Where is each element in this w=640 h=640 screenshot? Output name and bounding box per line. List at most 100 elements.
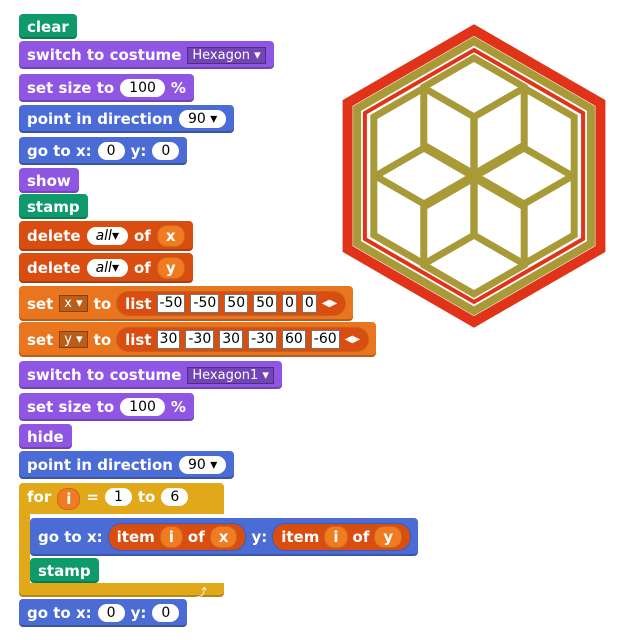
switch-costume-block[interactable]: switch to costume Hexagon ▾ (19, 41, 274, 69)
unit: % (170, 79, 186, 97)
switch-costume-block[interactable]: switch to costume Hexagon1 ▾ (19, 361, 282, 389)
label: go to x: (38, 528, 103, 546)
go-to-block[interactable]: go to x: 0 y: 0 (19, 137, 188, 165)
unit: % (170, 398, 186, 416)
item-input[interactable]: 50 (224, 294, 249, 313)
item-input[interactable]: -60 (310, 330, 340, 349)
var-x[interactable]: x (156, 225, 185, 247)
which-dropdown[interactable]: all▾ (86, 227, 128, 245)
var-x[interactable]: x (209, 526, 238, 548)
hide-block[interactable]: hide (19, 424, 72, 449)
item-input[interactable]: -30 (185, 330, 215, 349)
label: switch to costume (27, 366, 182, 384)
label: set (27, 294, 54, 313)
label: for (27, 488, 52, 506)
label: switch to costume (27, 46, 182, 64)
size-input[interactable]: 100 (120, 398, 165, 416)
item-input[interactable]: 30 (219, 330, 244, 349)
arrows-icon[interactable]: ◀▶ (321, 298, 338, 309)
x-input[interactable]: 0 (97, 604, 125, 622)
label: set size to (27, 398, 115, 416)
var-i[interactable]: i (324, 526, 348, 548)
arrows-icon[interactable]: ◀▶ (344, 334, 361, 345)
label: y: (130, 604, 147, 622)
label: of (187, 528, 205, 546)
label: set size to (27, 79, 115, 97)
var-dropdown[interactable]: x ▾ (59, 295, 88, 312)
from-input[interactable]: 1 (104, 488, 132, 506)
v: all (95, 228, 112, 244)
label: list (125, 294, 152, 313)
item-input[interactable]: 50 (253, 294, 277, 313)
to-input[interactable]: 6 (161, 488, 189, 506)
label: show (27, 171, 71, 190)
var-y[interactable]: y (374, 526, 403, 548)
item-input[interactable]: -50 (190, 294, 220, 313)
label: to (93, 294, 112, 313)
label: clear (27, 17, 69, 36)
label: list (125, 330, 152, 349)
v: Hexagon (192, 47, 251, 63)
costume-dropdown[interactable]: Hexagon1 ▾ (187, 366, 274, 384)
label: y: (130, 142, 147, 160)
costume-dropdown[interactable]: Hexagon ▾ (187, 46, 266, 64)
var-i[interactable]: i (159, 526, 183, 548)
item-input[interactable]: -30 (248, 330, 277, 349)
size-input[interactable]: 100 (120, 79, 165, 97)
label: go to x: (27, 604, 92, 622)
label: of (352, 528, 370, 546)
inner-hexagon (362, 47, 586, 305)
item-input[interactable]: -50 (156, 294, 186, 313)
v: x (64, 296, 72, 311)
outer-hexagon (342, 24, 606, 328)
label: y: (251, 528, 268, 546)
label: to (137, 488, 156, 506)
v: 90 (187, 111, 206, 127)
item-input[interactable]: 0 (301, 294, 317, 313)
loop-var[interactable]: i (57, 488, 81, 510)
direction-input[interactable]: 90 ▾ (178, 110, 227, 128)
label: hide (27, 427, 64, 446)
set-size-block[interactable]: set size to 100% (19, 74, 194, 102)
small-hexagon (420, 173, 528, 299)
label: set (27, 330, 54, 349)
stamp-block[interactable]: stamp (19, 194, 88, 219)
show-block[interactable]: show (19, 168, 79, 193)
item-input[interactable]: 60 (281, 330, 306, 349)
label: stamp (38, 561, 91, 580)
label: of (133, 227, 151, 245)
y-input[interactable]: 0 (152, 142, 180, 160)
inner-hexagon (353, 36, 595, 316)
which-dropdown[interactable]: all▾ (86, 259, 128, 277)
y-input[interactable]: 0 (152, 604, 180, 622)
set-size-block[interactable]: set size to 100% (19, 393, 194, 421)
var-dropdown[interactable]: y ▾ (59, 331, 88, 348)
label: delete (27, 227, 81, 245)
item-input[interactable]: 0 (281, 294, 297, 313)
item-input[interactable]: 30 (156, 330, 181, 349)
point-direction-block[interactable]: point in direction 90 ▾ (19, 451, 235, 479)
stamp-block[interactable]: stamp (30, 558, 99, 583)
label: item (116, 528, 155, 546)
label: stamp (27, 197, 80, 216)
x-input[interactable]: 0 (97, 142, 125, 160)
v: all (95, 260, 112, 276)
label: point in direction (27, 456, 173, 474)
v: 90 (187, 457, 206, 473)
label: = (86, 488, 99, 506)
direction-input[interactable]: 90 ▾ (178, 456, 227, 474)
go-to-block[interactable]: go to x: 0 y: 0 (19, 599, 188, 627)
label: go to x: (27, 142, 92, 160)
clear-block[interactable]: clear (19, 14, 77, 39)
var-y[interactable]: y (156, 257, 185, 279)
